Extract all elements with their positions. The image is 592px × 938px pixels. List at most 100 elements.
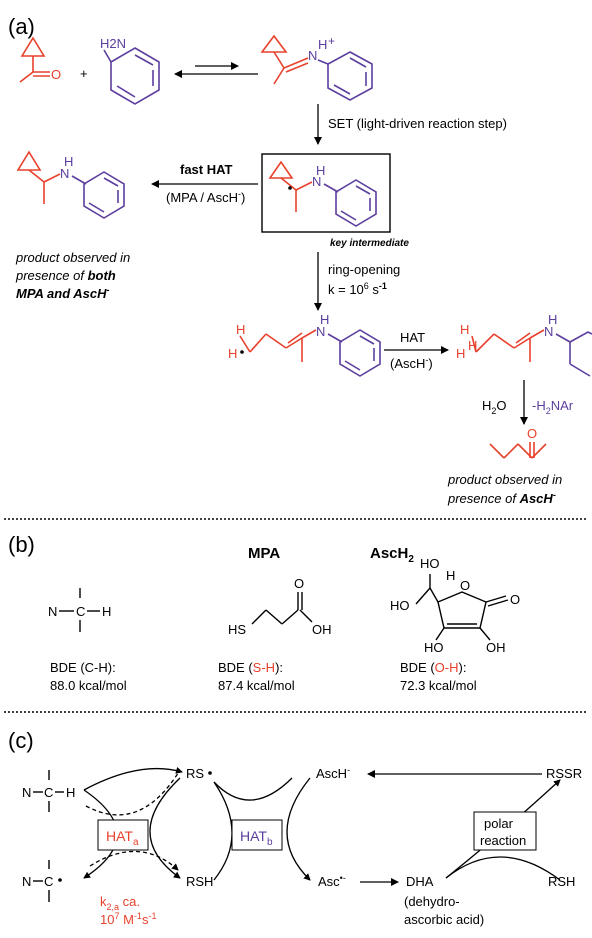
asc-oh-bottom: OH <box>486 640 506 655</box>
mpa-hs: HS <box>228 622 246 637</box>
rs-radical-dot <box>208 771 212 775</box>
c-nch-h: H <box>66 785 75 800</box>
key-intermediate <box>268 160 377 227</box>
hat-b-box <box>231 819 283 851</box>
fast-hat-label: fast HAT <box>180 162 233 177</box>
radical-dot-2 <box>240 350 244 354</box>
plus-sign: + <box>80 66 88 81</box>
panel-a-label: (a) <box>8 14 35 39</box>
asc-ho-top: HO <box>420 556 440 571</box>
mpa-oh: OH <box>312 622 332 637</box>
p2-o: O <box>527 426 537 441</box>
mpa-o: O <box>294 576 304 591</box>
radical-h-left: H <box>228 346 237 361</box>
iminium <box>260 34 373 101</box>
bde-ch-line1: BDE (C-H): <box>50 660 116 675</box>
asch2-title: AscH2 <box>370 545 414 565</box>
panel-b-label: (b) <box>8 532 35 557</box>
bde-ch-line2: 88.0 kcal/mol <box>50 678 127 693</box>
rssr-label: RSSR <box>546 766 582 781</box>
product1-caption-2: presence of both <box>15 268 116 283</box>
k2a-line-1: k2,a ca. <box>100 894 140 912</box>
hat-a-label: HATa <box>106 828 139 848</box>
re-h: H <box>548 312 557 327</box>
mpa-structure <box>251 592 313 625</box>
rate-label: k = 106 s-1 <box>328 281 387 297</box>
dha-note-2: ascorbic acid) <box>404 912 484 927</box>
asc-radical: Asc•- <box>318 873 346 889</box>
p1-h: H <box>64 154 73 169</box>
product2-caption-2: presence of AscH- <box>447 490 556 506</box>
dha-label: DHA <box>406 874 434 889</box>
ki-h: H <box>316 163 325 178</box>
rs-radical: RS <box>186 766 204 781</box>
mpa-asch-label: (MPA / AscH-) <box>166 189 245 205</box>
asc-ho-bottom: HO <box>424 640 444 655</box>
rsh-left: RSH <box>186 874 213 889</box>
asc-ho-left: HO <box>390 598 410 613</box>
c-nch-c: C <box>44 785 53 800</box>
h2o-label: H2O <box>482 398 507 416</box>
reduced-enamine <box>471 329 592 377</box>
equilibrium-arrows <box>174 62 258 78</box>
product-2-ketone <box>489 442 547 459</box>
asc-ring-o: O <box>460 578 470 593</box>
re-n: N <box>544 324 553 339</box>
key-intermediate-box <box>261 153 391 233</box>
c-ncrad-bonds <box>33 860 50 902</box>
bde-oh-line1: BDE (O-H): <box>400 660 466 675</box>
mpa-title: MPA <box>248 545 280 562</box>
aniline-h2n: H2N <box>100 36 126 51</box>
polar-label-1: polar <box>484 816 514 831</box>
ring-opened-radical <box>239 329 381 377</box>
nch-h: H <box>102 604 111 619</box>
hat-a-arrows <box>83 766 183 879</box>
polar-reaction-box <box>473 811 537 851</box>
product1-caption-1: product observed in <box>15 250 130 265</box>
c-nch-bonds <box>33 770 64 812</box>
key-intermediate-label: key intermediate <box>330 238 409 249</box>
hat-a-box <box>97 819 149 851</box>
red-h-1: H <box>460 322 469 337</box>
p1-n: N <box>60 166 69 181</box>
bde-oh-line2: 72.3 kcal/mol <box>400 678 477 693</box>
c-nch-n: N <box>22 785 31 800</box>
c-ncrad-n: N <box>22 874 31 889</box>
ascorbic-acid-structure <box>415 574 509 641</box>
radical-h-top: H <box>236 322 245 337</box>
ro-h: H <box>320 312 329 327</box>
k2a-line-2: 107 M-1s-1 <box>100 911 156 927</box>
ki-n: N <box>312 174 321 189</box>
set-label: SET (light-driven reaction step) <box>328 116 507 131</box>
hat-label: HAT <box>400 330 425 345</box>
asch-minus: AscH- <box>316 765 350 781</box>
iminium-h: H <box>318 37 327 52</box>
panel-c-label: (c) <box>8 728 34 753</box>
nch-c: C <box>76 604 85 619</box>
nch-bonds <box>59 588 100 632</box>
hat-asch-label: (AscH-) <box>390 355 433 371</box>
product2-caption-1: product observed in <box>447 472 562 487</box>
bde-sh-line2: 87.4 kcal/mol <box>218 678 295 693</box>
asc-h: H <box>446 568 455 583</box>
polar-label-2: reaction <box>480 833 526 848</box>
iminium-n: N <box>308 48 317 63</box>
asc-carbonyl-o: O <box>510 592 520 607</box>
cyclopropyl-ketone <box>19 36 50 83</box>
bde-sh-line1: BDE (S-H): <box>218 660 283 675</box>
h2nar-label: -H2NAr <box>532 398 574 416</box>
radical-dot <box>288 186 292 190</box>
red-h-2: H <box>456 346 465 361</box>
ro-n: N <box>316 324 325 339</box>
ketone-o: O <box>51 67 61 82</box>
c-ncrad-c: C <box>44 874 53 889</box>
aniline <box>103 47 160 105</box>
red-h-3: H <box>468 338 477 353</box>
c-carbon-radical-dot <box>58 878 62 882</box>
product-1 <box>16 150 125 219</box>
rsh-right: RSH <box>548 874 575 889</box>
iminium-charge: + <box>328 34 335 48</box>
product1-caption-3: MPA and AscH- <box>16 285 110 301</box>
hat-b-label: HATb <box>240 828 273 848</box>
